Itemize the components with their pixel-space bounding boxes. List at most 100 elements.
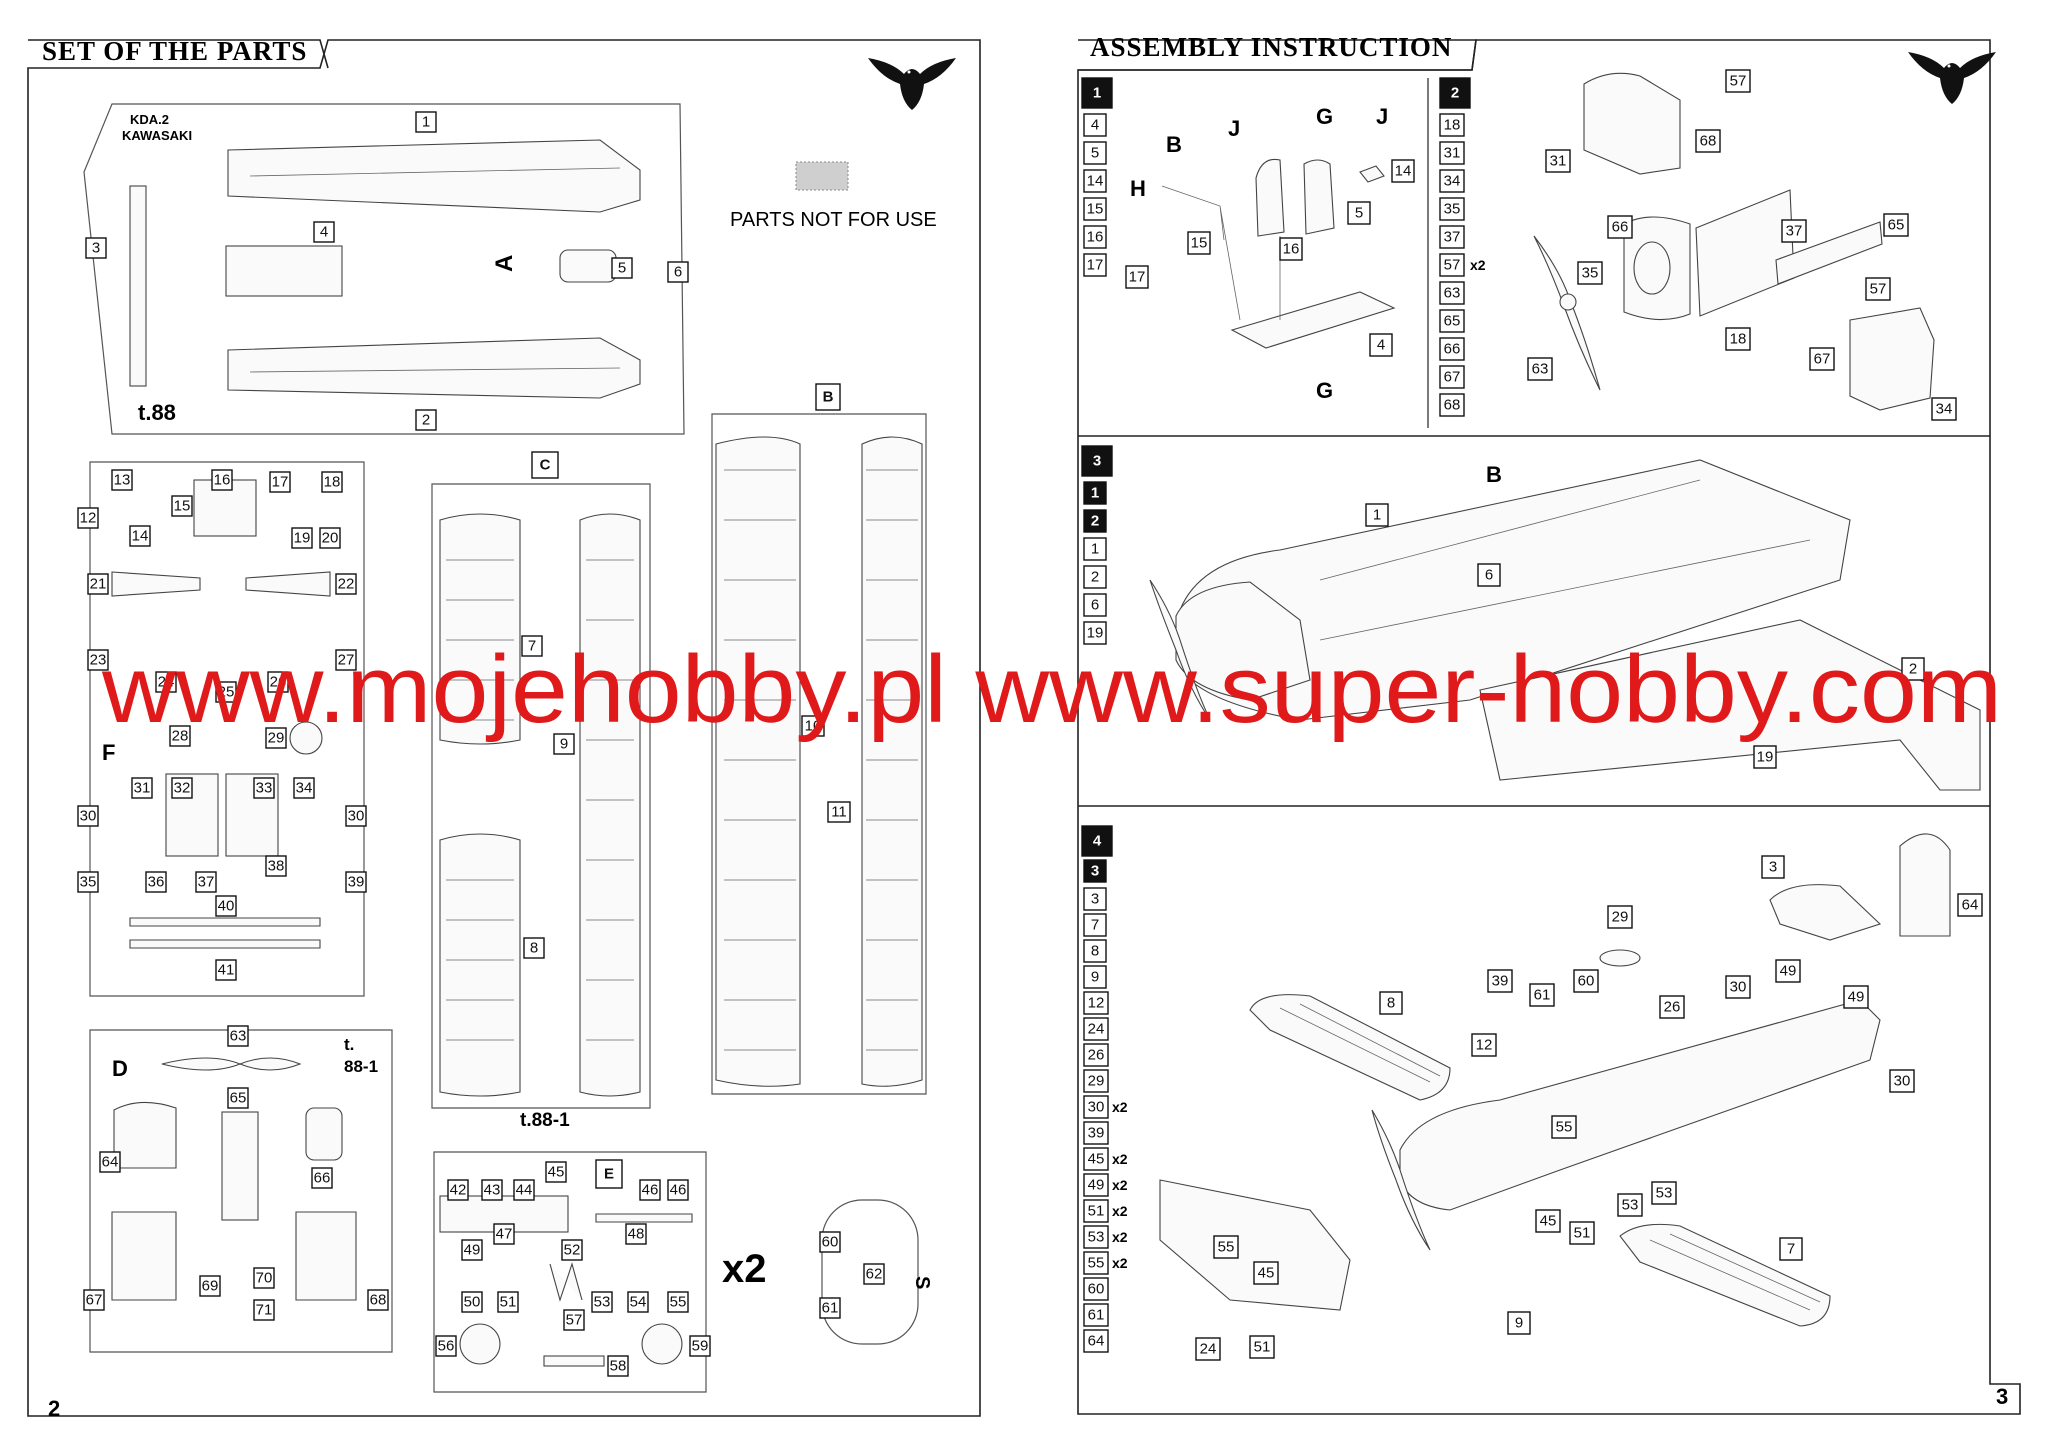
svg-text:2: 2: [1451, 85, 1459, 102]
step-2-callout-31: 31: [1545, 149, 1571, 173]
svg-text:37: 37: [1786, 223, 1803, 240]
svg-text:67: 67: [1814, 351, 1831, 368]
svg-text:35: 35: [1582, 265, 1599, 282]
svg-text:57: 57: [566, 1312, 583, 1329]
svg-text:16: 16: [1087, 229, 1104, 246]
svg-text:3: 3: [1769, 859, 1777, 876]
part-label-57: 57: [563, 1309, 585, 1331]
sprue-c-code: t.88-1: [520, 1110, 570, 1131]
svg-text:3: 3: [1091, 863, 1099, 880]
step-2-parts-31: 31: [1439, 141, 1465, 165]
sprue-f-letter: F: [102, 740, 115, 765]
part-label-48: 48: [625, 1223, 647, 1245]
step-4-callout-45b: 45: [1253, 1261, 1279, 1285]
svg-text:14: 14: [1395, 163, 1412, 180]
svg-text:9: 9: [1091, 969, 1099, 986]
svg-text:51: 51: [1254, 1339, 1271, 1356]
svg-text:31: 31: [134, 780, 151, 797]
cowling-half-67: [1849, 307, 1935, 411]
svg-text:7: 7: [1787, 1241, 1795, 1258]
sprue-e-letter-box: E: [595, 1159, 623, 1189]
part-label-27: 27: [335, 649, 357, 671]
svg-text:63: 63: [1444, 285, 1461, 302]
svg-text:12: 12: [1088, 995, 1105, 1012]
step-2-callout-18: 18: [1725, 327, 1751, 351]
svg-text:68: 68: [1700, 133, 1717, 150]
step-4-callout-53a: 53: [1617, 1193, 1643, 1217]
part-label-35: 35: [77, 871, 99, 893]
step-3-parts-19: 19: [1083, 621, 1107, 645]
svg-text:1: 1: [1373, 507, 1381, 524]
part-label-37: 37: [195, 871, 217, 893]
step-4-multiplier-49: x2: [1112, 1177, 1128, 1193]
step-4-callout-53b: 53: [1651, 1181, 1677, 1205]
paint-label-g2: G: [1316, 378, 1333, 403]
step-2-badge: 2: [1439, 77, 1471, 109]
svg-text:60: 60: [822, 1234, 839, 1251]
step-4-callout-45: 45: [1535, 1209, 1561, 1233]
svg-text:57: 57: [1870, 281, 1887, 298]
svg-text:22: 22: [338, 576, 355, 593]
svg-text:38: 38: [268, 858, 285, 875]
svg-text:3: 3: [1093, 453, 1101, 470]
svg-text:4: 4: [1093, 833, 1102, 850]
step-2-callout-63: 63: [1527, 357, 1553, 381]
part-label-55: 55: [667, 1291, 689, 1313]
paint-label-b-3: B: [1486, 462, 1502, 487]
svg-text:13: 13: [114, 472, 131, 489]
svg-text:47: 47: [496, 1226, 513, 1243]
part-label-1: 1: [415, 111, 437, 133]
sprue-d: D t.88-1 63 65 64 66 67 69 70 71 68: [83, 1025, 393, 1353]
svg-text:29: 29: [268, 730, 285, 747]
step-4-parts-29: 29: [1083, 1069, 1109, 1093]
svg-text:46: 46: [670, 1182, 687, 1199]
part-label-51: 51: [497, 1291, 519, 1313]
step-1-parts-15: 15: [1083, 197, 1107, 221]
svg-text:51: 51: [1574, 1225, 1591, 1242]
part-label-21: 21: [87, 573, 109, 595]
svg-text:1: 1: [1091, 541, 1099, 558]
svg-text:23: 23: [90, 652, 107, 669]
part-label-24: 24: [155, 671, 177, 693]
step-4-callout-30b: 30: [1889, 1069, 1915, 1093]
svg-text:6: 6: [1485, 567, 1493, 584]
svg-text:62: 62: [866, 1266, 883, 1283]
lower-wing-right: [579, 513, 641, 1097]
part-label-25: 25: [215, 681, 237, 703]
lower-wing-left: [439, 513, 521, 745]
part-label-54: 54: [627, 1291, 649, 1313]
svg-text:57: 57: [1444, 257, 1461, 274]
svg-text:19: 19: [294, 530, 311, 547]
svg-text:39: 39: [1492, 973, 1509, 990]
svg-text:46: 46: [642, 1182, 659, 1199]
paint-label-g1: G: [1316, 104, 1333, 129]
part-label-52: 52: [561, 1239, 583, 1261]
part-label-60: 60: [819, 1231, 841, 1253]
part-label-46-b: 46: [667, 1179, 689, 1201]
bulkhead-5: [1303, 159, 1335, 235]
step-4-callout-9: 9: [1507, 1311, 1531, 1335]
svg-text:9: 9: [1515, 1315, 1523, 1332]
svg-text:35: 35: [80, 874, 97, 891]
step-3-sub-2: 2: [1083, 509, 1107, 533]
part-label-15: 15: [171, 495, 193, 517]
svg-text:39: 39: [1088, 1125, 1105, 1142]
sprue-a-kit-label-1: KDA.2: [130, 112, 169, 127]
part-label-3: 3: [85, 237, 107, 259]
step-3-parts-2: 2: [1083, 565, 1107, 589]
svg-text:55: 55: [1218, 1239, 1235, 1256]
sprue-b-letter: B: [823, 389, 834, 406]
svg-text:63: 63: [230, 1028, 247, 1045]
svg-text:44: 44: [516, 1182, 533, 1199]
step-2-callout-68: 68: [1695, 129, 1721, 153]
step-4-multiplier-51: x2: [1112, 1203, 1128, 1219]
step-4-callout-24: 24: [1195, 1337, 1221, 1361]
step-2-callout-57b: 57: [1865, 277, 1891, 301]
step-4-parts-7: 7: [1083, 913, 1107, 937]
svg-text:67: 67: [86, 1292, 103, 1309]
part-label-42: 42: [447, 1179, 469, 1201]
step-4-multiplier-45: x2: [1112, 1151, 1128, 1167]
svg-text:40: 40: [218, 898, 235, 915]
part-label-47: 47: [493, 1223, 515, 1245]
svg-text:18: 18: [1444, 117, 1461, 134]
